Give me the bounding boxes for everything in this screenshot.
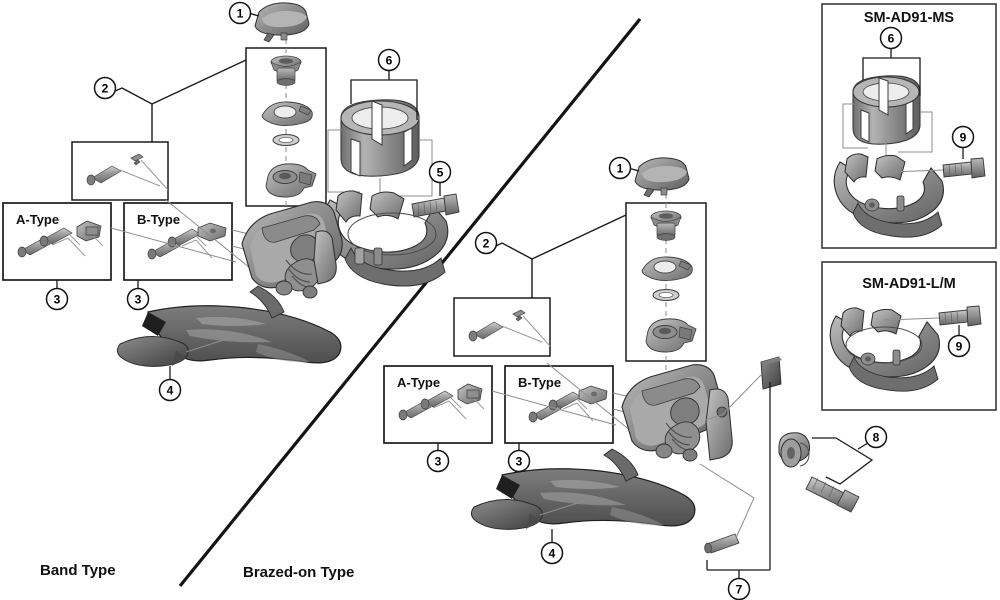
callout-left-1[interactable]: 1 <box>228 1 252 25</box>
left-stack-capnut <box>270 55 302 86</box>
left-part4-leader <box>185 337 231 353</box>
callout-left-4-label: 4 <box>167 384 174 398</box>
right-stack-capnut <box>650 210 682 241</box>
right-callout8-bracket <box>812 437 874 485</box>
callout-panel-lm-9-label: 9 <box>956 340 963 354</box>
callout-left-3b[interactable]: 3 <box>126 287 150 311</box>
section-divider-line <box>178 17 642 588</box>
callout-right-2[interactable]: 2 <box>474 231 498 255</box>
panel-lm-title: SM-AD91-L/M <box>862 276 955 292</box>
callout-right-8[interactable]: 8 <box>864 425 888 449</box>
right-part2-contents <box>468 309 551 347</box>
left-stack-oring <box>272 134 300 146</box>
callout-left-5[interactable]: 5 <box>428 160 452 184</box>
callout-right-7[interactable]: 7 <box>727 577 751 600</box>
right-callout7-bracket <box>706 382 771 580</box>
callout-right-3b-label: 3 <box>516 455 523 469</box>
left-part2-contents <box>86 153 169 191</box>
callout-left-3a[interactable]: 3 <box>45 287 69 311</box>
callout-left-4[interactable]: 4 <box>158 378 182 402</box>
right-derailleur-body <box>621 364 733 462</box>
right-stack-socket <box>645 318 697 353</box>
callout-right-3b[interactable]: 3 <box>507 449 531 473</box>
callout-panel-lm-9[interactable]: 9 <box>947 334 971 358</box>
right-part8-roller <box>778 432 810 468</box>
callout-right-3a[interactable]: 3 <box>426 449 450 473</box>
callout-left-6-label: 6 <box>386 54 393 68</box>
left-bolt-5 <box>411 193 460 218</box>
left-btype-contents <box>147 222 227 260</box>
callout-right-3a-label: 3 <box>435 455 442 469</box>
callout-right-8-label: 8 <box>873 431 880 445</box>
right-part7-pin <box>704 533 740 554</box>
callout-left-6[interactable]: 6 <box>377 48 401 72</box>
right-atype-contents <box>398 383 485 421</box>
callout-left-3b-label: 3 <box>135 293 142 307</box>
right-btype-label: B-Type <box>518 375 561 390</box>
panel-ms-clamp <box>833 153 944 238</box>
right-part4-guard <box>470 499 543 530</box>
panel-ms-title: SM-AD91-MS <box>864 10 955 26</box>
left-clamp-band <box>323 190 449 287</box>
callout-left-3a-label: 3 <box>54 293 61 307</box>
callout-right-2-label: 2 <box>483 237 490 251</box>
right-stack-plate <box>641 256 693 281</box>
panel-lm-clamp <box>829 307 940 392</box>
panel-ms-band-ring <box>852 75 921 145</box>
callout-right-1-label: 1 <box>617 162 624 176</box>
band-type-title: Band Type <box>40 562 116 579</box>
callout-right-4[interactable]: 4 <box>540 541 564 565</box>
panel-ms-bolt-9 <box>887 157 986 179</box>
brazed-on-type-title: Brazed-on Type <box>243 564 354 581</box>
right-part7-plate <box>760 356 782 390</box>
right-callout2-leader <box>493 214 627 298</box>
left-callout2-leader <box>112 59 247 142</box>
left-atype-label: A-Type <box>16 212 59 227</box>
callout-right-7-label: 7 <box>736 583 743 597</box>
right-atype-label: A-Type <box>397 375 440 390</box>
left-derailleur-body <box>241 201 343 299</box>
panel-lm-bolt-9 <box>883 305 982 327</box>
left-btype-label: B-Type <box>137 212 180 227</box>
left-atype-contents <box>17 220 104 258</box>
left-stack-socket <box>265 163 317 198</box>
callout-panel-ms-6-label: 6 <box>888 32 895 46</box>
callout-left-5-label: 5 <box>437 166 444 180</box>
callout-bubbles: 1 2 3 3 4 5 6 <box>45 1 975 600</box>
right-part1-cover <box>634 157 690 198</box>
callout-panel-ms-9-label: 9 <box>960 131 967 145</box>
left-band-ring <box>340 99 420 177</box>
callout-left-1-label: 1 <box>237 7 244 21</box>
right-part7-leaders <box>699 374 762 539</box>
callout-panel-ms-9[interactable]: 9 <box>951 125 975 149</box>
right-part8-bolt <box>805 476 860 513</box>
callout-left-2-label: 2 <box>102 82 109 96</box>
left-stack-plate <box>261 101 313 126</box>
callout-right-1[interactable]: 1 <box>608 156 632 180</box>
left-part4-guard <box>116 336 189 367</box>
left-part1-cover <box>254 2 310 43</box>
callout-panel-ms-6[interactable]: 6 <box>879 26 903 50</box>
right-part4-leader <box>539 500 585 516</box>
callout-right-4-label: 4 <box>549 547 556 561</box>
callout-left-2[interactable]: 2 <box>93 76 117 100</box>
right-stack-oring <box>652 289 680 301</box>
